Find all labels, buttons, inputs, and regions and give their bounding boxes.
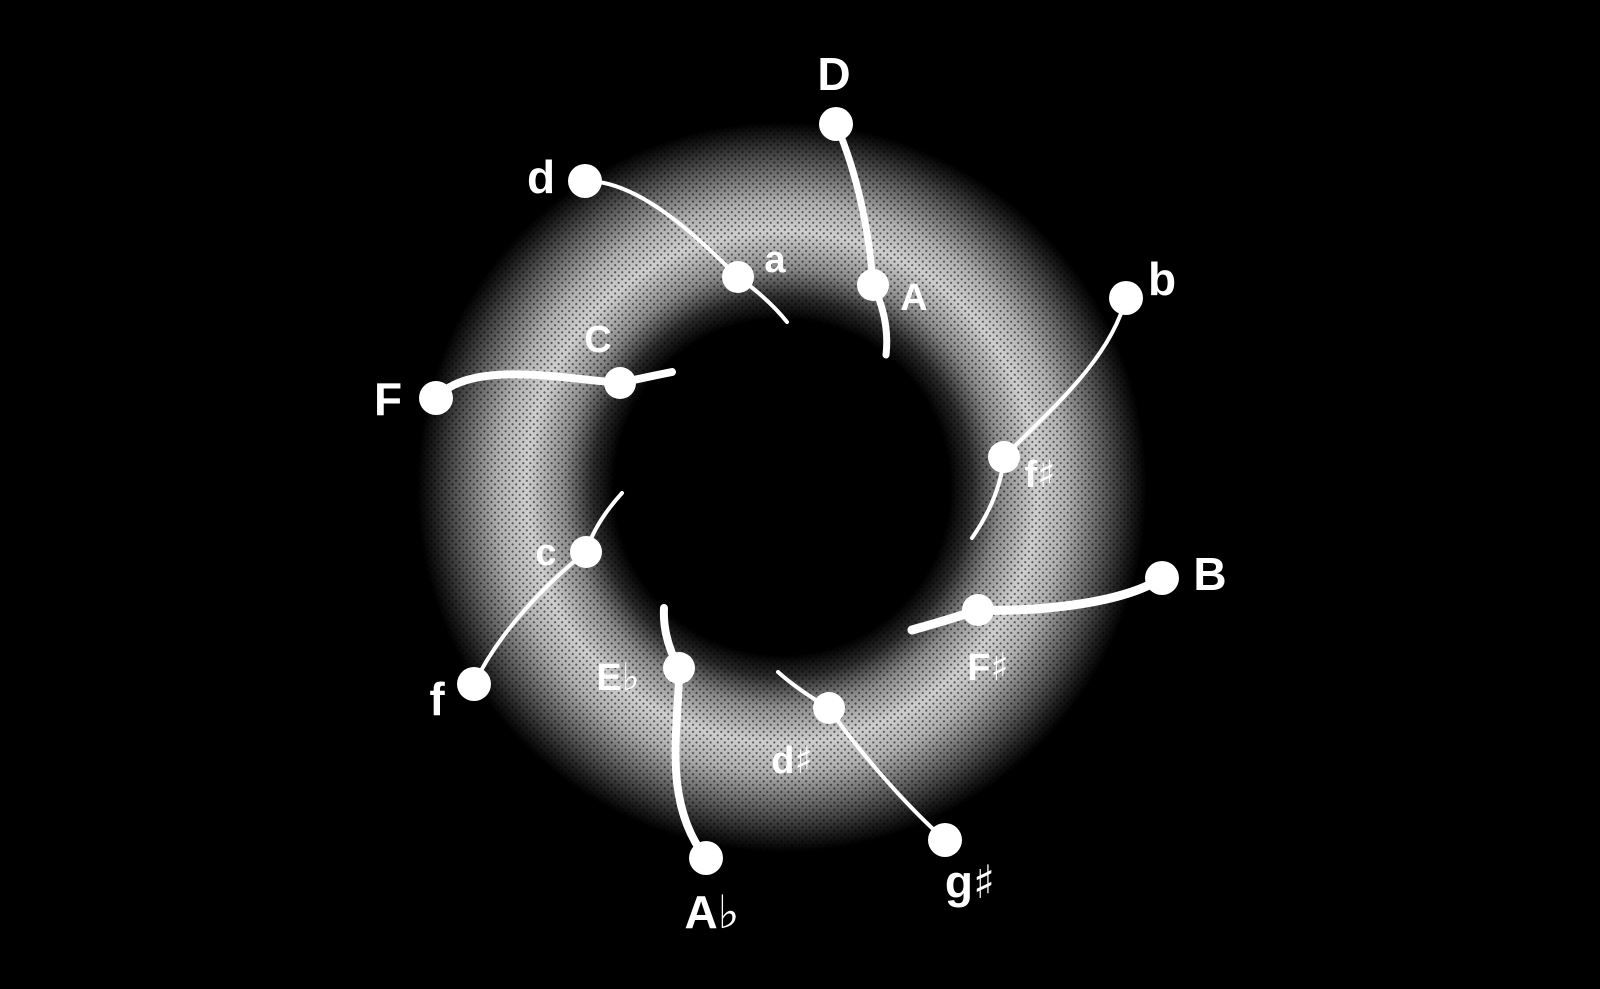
outer-key-label: D <box>817 48 850 100</box>
inner-key-label: d♯ <box>771 738 813 782</box>
connector-curve <box>583 178 789 324</box>
key-pair-b-f#: B F♯ <box>907 548 1227 689</box>
key-letter: B <box>1193 548 1226 600</box>
connector-curve <box>907 573 1167 635</box>
outer-point-dot <box>457 667 491 701</box>
connector-curve <box>970 296 1128 540</box>
connector-curve <box>432 368 676 402</box>
accidental-sign: ♭ <box>718 885 740 939</box>
inner-point-dot <box>722 261 754 293</box>
inner-key-label: c <box>535 532 556 574</box>
inner-key-label: F♯ <box>967 645 1009 689</box>
outer-key-label: d <box>527 151 555 203</box>
key-pair-g#-d#: g♯d♯ <box>771 670 995 909</box>
outer-point-dot <box>568 164 602 198</box>
accidental-sign: ♯ <box>794 738 812 782</box>
connector-curve <box>659 604 710 862</box>
accidental-sign: ♭ <box>622 655 640 699</box>
key-letter: D <box>817 48 850 100</box>
key-letter: A <box>685 886 718 938</box>
outer-point-dot <box>928 823 962 857</box>
inner-key-label: E♭ <box>596 655 639 699</box>
inner-point-dot <box>663 652 695 684</box>
outer-point-dot <box>1109 281 1143 315</box>
outer-key-label: B <box>1193 548 1226 600</box>
inner-point-dot <box>813 692 845 724</box>
key-pair-f-c: FC <box>374 319 676 425</box>
inner-key-label: f♯ <box>1024 452 1055 496</box>
outer-point-dot <box>419 381 453 415</box>
inner-point-dot <box>962 594 994 626</box>
key-letter: c <box>535 532 556 574</box>
inner-key-label: a <box>764 239 786 281</box>
key-pair-b-f#: b f♯ <box>970 253 1176 540</box>
key-pair-ab-eb: A♭E♭ <box>596 604 740 939</box>
key-letter: F <box>967 647 990 689</box>
key-letter: f <box>429 673 445 725</box>
key-letter: E <box>596 657 621 699</box>
key-letter: C <box>584 319 611 361</box>
outer-key-label: F <box>374 373 402 425</box>
key-letter: d <box>771 740 794 782</box>
key-letter: b <box>1148 253 1176 305</box>
accidental-sign: ♯ <box>973 855 995 909</box>
outer-key-label: A♭ <box>685 885 740 939</box>
inner-point-dot <box>857 269 889 301</box>
inner-point-dot <box>988 441 1020 473</box>
outer-point-dot <box>819 107 853 141</box>
outer-key-label: g♯ <box>945 855 995 909</box>
key-letter: d <box>527 151 555 203</box>
key-letter: f <box>1024 454 1037 496</box>
outer-point-dot <box>689 841 723 875</box>
outer-key-label: b <box>1148 253 1176 305</box>
key-letter: A <box>900 277 927 319</box>
key-letter: F <box>374 373 402 425</box>
connector-curve <box>776 670 947 842</box>
key-pair-f-c: fc <box>429 491 624 725</box>
key-pair-d-a: da <box>527 151 789 324</box>
outer-key-label: f <box>429 673 445 725</box>
inner-point-dot <box>604 367 636 399</box>
accidental-sign: ♯ <box>1037 452 1055 496</box>
inner-point-dot <box>570 536 602 568</box>
inner-key-label: C <box>584 319 611 361</box>
key-letter: a <box>764 239 786 281</box>
accidental-sign: ♯ <box>990 645 1008 689</box>
key-pair-d-a: DA <box>817 48 928 359</box>
key-letter: g <box>945 856 973 908</box>
inner-key-label: A <box>900 277 927 319</box>
outer-point-dot <box>1145 561 1179 595</box>
